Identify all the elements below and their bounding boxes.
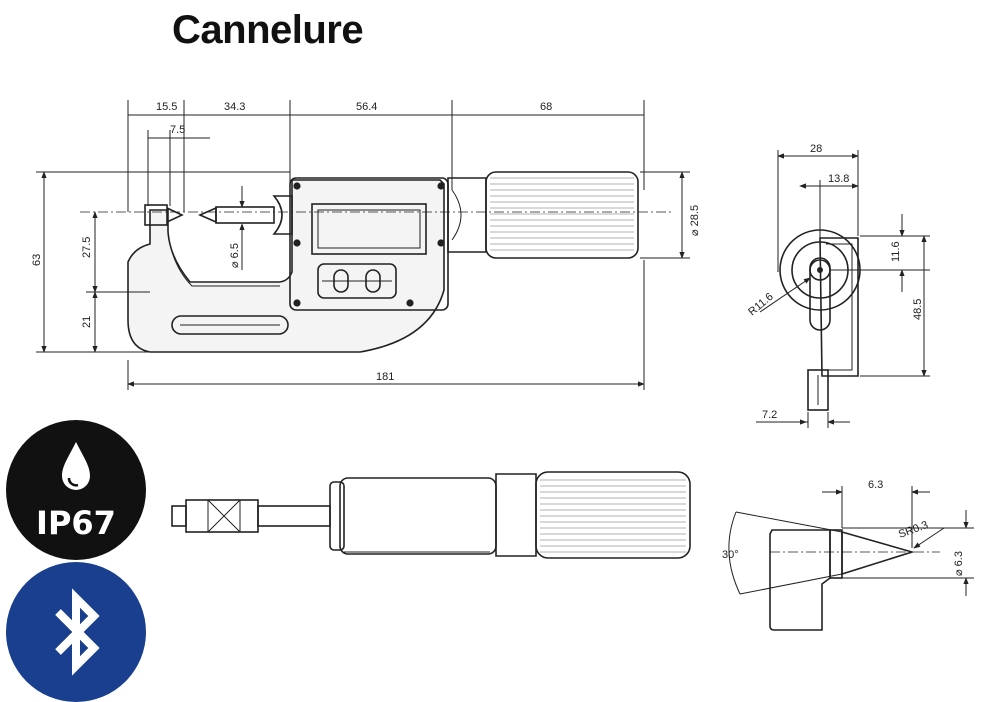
detail-view — [728, 486, 974, 631]
dim-27-5: 27.5 — [81, 237, 93, 258]
button-panel — [317, 263, 397, 299]
dim-63: 63 — [31, 254, 43, 266]
dim-6-3: 6.3 — [868, 479, 883, 491]
micrometer-frame — [127, 179, 445, 353]
dim-28: 28 — [810, 143, 822, 155]
dim-dia-6-3: ⌀ 6.3 — [953, 551, 965, 576]
top-view — [171, 471, 691, 559]
dim-angle-30: 30° — [722, 549, 739, 561]
frame-grip-slot — [171, 315, 289, 335]
dim-68: 68 — [540, 101, 552, 113]
bluetooth-badge — [6, 562, 146, 702]
dim-48-5: 48.5 — [912, 299, 924, 320]
side-view — [756, 150, 930, 428]
ip67-badge: IP67 — [6, 420, 146, 560]
lcd-screen — [311, 203, 427, 255]
front-left-dims — [36, 171, 690, 390]
water-drop-icon — [62, 442, 90, 490]
page-title: Cannelure — [172, 8, 364, 52]
dim-181: 181 — [376, 371, 394, 383]
dim-21: 21 — [81, 316, 93, 328]
dim-34-3: 34.3 — [224, 101, 245, 113]
dim-11-6: 11.6 — [890, 241, 902, 262]
dim-dia-28-5: ⌀ 28.5 — [689, 205, 701, 236]
dim-sr0-3: SR0.3 — [897, 519, 930, 541]
spindle-tip — [198, 206, 217, 224]
ip67-label: IP67 — [36, 504, 116, 542]
dim-dia-6-5: ⌀ 6.5 — [229, 243, 241, 268]
dim-56-4: 56.4 — [356, 101, 377, 113]
thimble-knurl — [485, 171, 639, 259]
dim-15-5: 15.5 — [156, 101, 177, 113]
bluetooth-icon — [55, 588, 100, 676]
anvil — [144, 204, 168, 226]
front-view — [80, 100, 672, 353]
dim-7-5: 7.5 — [170, 124, 185, 136]
dim-13-8: 13.8 — [828, 173, 849, 185]
dim-7-2: 7.2 — [762, 409, 777, 421]
